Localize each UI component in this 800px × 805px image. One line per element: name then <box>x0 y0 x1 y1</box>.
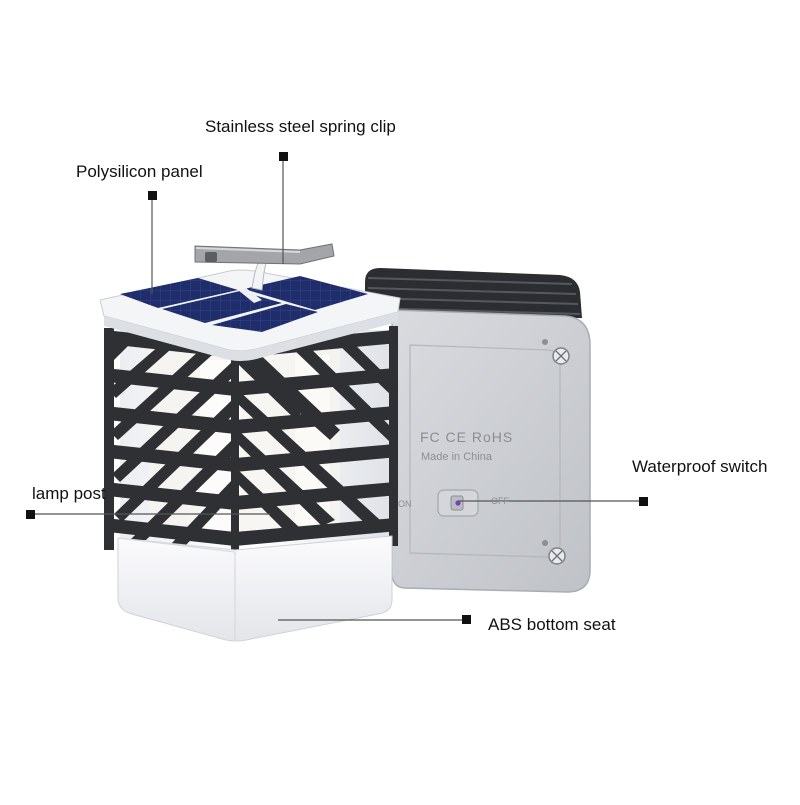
switch-on-label: ON <box>398 499 412 509</box>
callout-switch <box>458 497 648 506</box>
callout-label-bottom-seat: ABS bottom seat <box>488 615 616 634</box>
certification-marks: FC CE RoHS <box>420 429 514 445</box>
callout-marker <box>148 191 157 200</box>
back-lantern <box>365 268 591 593</box>
callout-post <box>26 510 270 519</box>
callout-marker <box>639 497 648 506</box>
waterproof-switch-icon <box>437 489 479 517</box>
screw-icon <box>542 339 570 365</box>
callout-seat <box>278 615 471 624</box>
abs-bottom-seat <box>117 535 393 642</box>
switch-off-label: OFF <box>491 496 509 506</box>
cage-frame <box>104 326 398 552</box>
front-lantern <box>99 243 401 642</box>
callout-label-lamp-post: lamp post <box>32 484 106 503</box>
origin-marking: Made in China <box>421 451 492 463</box>
screw-icon <box>542 540 566 565</box>
callout-panel <box>148 191 157 294</box>
back-cover <box>391 309 591 593</box>
callout-marker <box>462 615 471 624</box>
solar-panel-icon <box>120 276 368 332</box>
callout-label-solar-panel: Polysilicon panel <box>76 162 203 181</box>
callout-marker <box>26 510 35 519</box>
spring-clip-icon <box>194 243 335 291</box>
callout-marker <box>279 152 288 161</box>
callout-label-switch: Waterproof switch <box>632 457 768 476</box>
callout-label-spring-clip: Stainless steel spring clip <box>205 117 396 136</box>
callout-clip <box>279 152 288 264</box>
